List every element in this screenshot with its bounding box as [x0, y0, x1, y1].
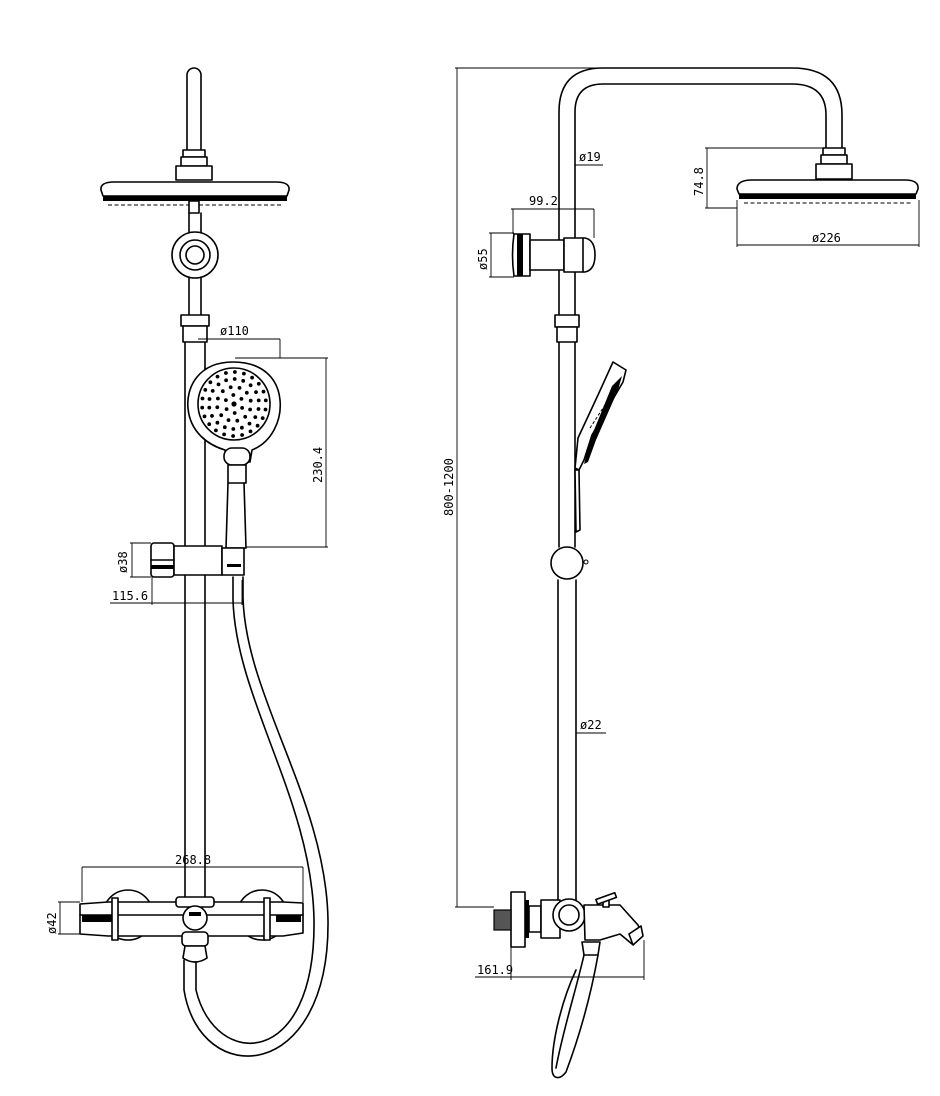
spray-nozzle-icon: [235, 418, 240, 423]
slider-front: [150, 542, 245, 578]
spray-nozzle-icon: [254, 390, 258, 394]
label-bracket-depth: 99.2: [529, 194, 558, 208]
spray-nozzle-icon: [215, 420, 220, 425]
hose-side: [551, 954, 599, 1079]
spray-nozzle-icon: [208, 380, 213, 385]
spray-nozzles: [200, 370, 268, 438]
dim-side: [455, 67, 920, 980]
spray-nozzle-icon: [219, 413, 224, 418]
spray-nozzle-icon: [233, 370, 237, 374]
label-mixer-body-diameter: ø42: [45, 912, 59, 934]
spray-nozzle-icon: [263, 398, 268, 403]
side-view: 800-1200 ø19 99.2 ø55 74.8 ø226 ø22 161.…: [442, 67, 920, 1079]
spray-nozzle-icon: [220, 389, 225, 394]
spray-nozzle-icon: [228, 385, 233, 390]
spray-nozzle-icon: [202, 414, 207, 419]
hand-shower-side: [574, 361, 627, 533]
spray-nozzle-icon: [214, 428, 218, 433]
spray-nozzle-icon: [215, 374, 220, 379]
front-view: ø110 230.4 ø38 115.6 268.8 ø42: [45, 67, 329, 1057]
slider-side: [550, 546, 584, 580]
spray-nozzle-icon: [248, 383, 253, 388]
spray-nozzle-icon: [256, 381, 261, 386]
rain-head-side: [736, 147, 919, 204]
label-hand-shower-length: 230.4: [311, 447, 325, 483]
spray-nozzle-icon: [240, 425, 244, 430]
spray-nozzle-icon: [200, 405, 205, 410]
spray-nozzle-icon: [226, 418, 231, 422]
spray-nozzle-icon: [232, 377, 237, 381]
spray-nozzle-icon: [248, 407, 253, 412]
spray-nozzle-icon: [207, 397, 212, 401]
spray-nozzle-icon: [248, 398, 253, 403]
spray-nozzle-icon: [256, 407, 261, 411]
spray-nozzle-icon: [224, 371, 228, 375]
spray-nozzle-icon: [250, 375, 255, 380]
label-bracket-diameter: ø55: [476, 248, 490, 270]
label-upper-pipe-diameter: ø19: [579, 150, 601, 164]
label-rain-head-diameter: ø226: [812, 231, 841, 245]
label-slider-diameter: ø38: [116, 551, 130, 573]
spray-nozzle-icon: [215, 405, 220, 410]
spray-nozzle-icon: [207, 405, 212, 410]
spray-nozzle-icon: [260, 416, 265, 420]
spray-nozzle-icon: [216, 382, 221, 387]
spray-nozzle-icon: [232, 411, 237, 415]
label-rain-head-height: 74.8: [692, 167, 706, 196]
spray-nozzle-icon: [241, 378, 246, 383]
spray-nozzle-icon: [255, 423, 260, 428]
spray-nozzle-icon: [248, 429, 253, 434]
spray-nozzle-icon: [222, 425, 227, 430]
spray-nozzle-icon: [224, 378, 229, 383]
spray-nozzle-icon: [210, 389, 215, 393]
spray-nozzle-icon: [231, 427, 236, 431]
spray-nozzle-icon: [263, 407, 268, 412]
spray-nozzle-icon: [203, 388, 208, 392]
spray-nozzle-icon: [239, 397, 244, 401]
spray-nozzle-icon: [237, 386, 242, 390]
label-lower-pipe-diameter: ø22: [580, 718, 602, 732]
spray-nozzle-icon: [247, 421, 252, 426]
ring-bracket: [171, 212, 219, 316]
shower-arm: [175, 67, 213, 181]
spray-nozzle-icon: [200, 396, 205, 401]
hose-front: [183, 576, 329, 1057]
bracket-side: [511, 233, 596, 277]
label-column-height: 800-1200: [442, 458, 456, 516]
label-mixer-width: 268.8: [175, 853, 211, 867]
label-slider-offset: 115.6: [112, 589, 148, 603]
riser-side: [557, 67, 843, 903]
spray-nozzle-icon: [240, 433, 245, 437]
spray-nozzle-icon: [207, 422, 212, 427]
spray-nozzle-icon: [222, 432, 227, 437]
spray-nozzle-icon: [224, 407, 229, 411]
mixer-side: [493, 891, 644, 956]
spray-nozzle-icon: [243, 414, 248, 419]
spray-nozzle-icon: [244, 390, 249, 395]
dim-slider: [110, 542, 243, 605]
spray-nozzle-icon: [216, 396, 220, 401]
spray-nozzle-icon: [240, 406, 245, 410]
hand-shower-front: [187, 361, 282, 549]
spray-nozzle-icon: [231, 434, 236, 438]
label-spout-projection: 161.9: [477, 963, 513, 977]
spray-nozzle-icon: [231, 401, 237, 407]
spray-nozzle-icon: [210, 414, 214, 418]
dim-mixer: [58, 866, 304, 935]
spray-nozzle-icon: [253, 415, 258, 419]
label-hand-shower-diameter: ø110: [220, 324, 249, 338]
spray-nozzle-icon: [231, 393, 236, 397]
spray-nozzle-icon: [261, 389, 266, 394]
spray-nozzle-icon: [256, 398, 261, 403]
dim-hand-shower: [198, 338, 328, 548]
mixer-front: [79, 889, 304, 963]
spray-nozzle-icon: [242, 371, 246, 376]
rain-head-front: [100, 181, 290, 214]
spray-nozzle-icon: [224, 398, 228, 402]
